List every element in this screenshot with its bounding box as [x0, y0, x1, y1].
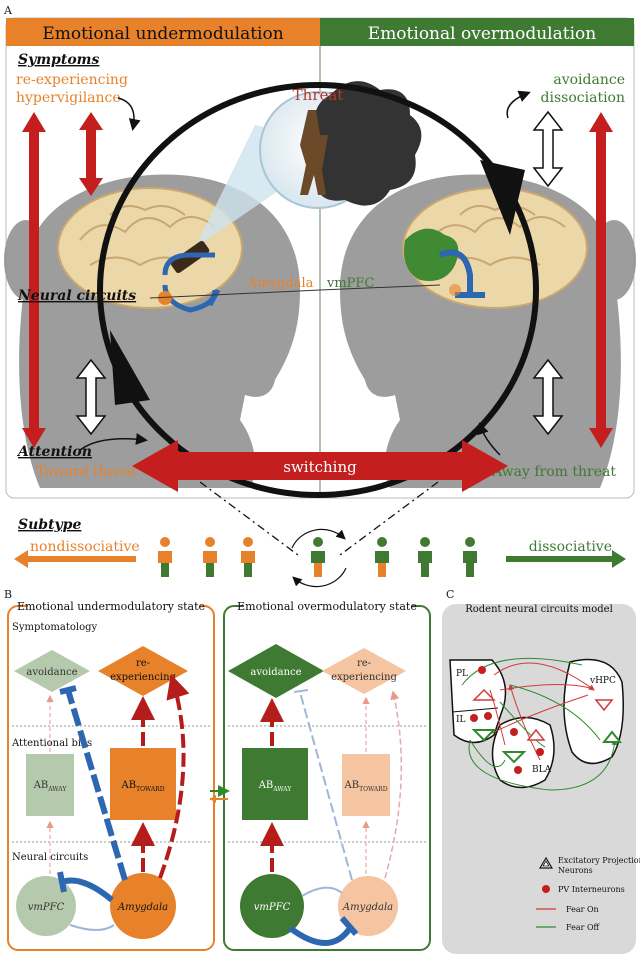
- nondissociative-label: nondissociative: [30, 539, 140, 555]
- right-ab-toward-label: ABTOWARD: [343, 780, 387, 793]
- toward-threat-label: Toward threat: [36, 464, 137, 480]
- right-vmpfc-label: vmPFC: [254, 902, 291, 913]
- right-amygdala-label: Amygdala: [342, 902, 393, 913]
- left-red-long-arrow: [22, 112, 46, 448]
- right-header: Emotional overmodulation: [368, 24, 596, 44]
- right-hollow-arrow-top: [532, 110, 564, 188]
- cycle-ring: [97, 82, 539, 498]
- left-amygdala-label: Amygdala: [117, 902, 168, 913]
- legend-excitatory-1: Excitatory Projection: [558, 856, 640, 865]
- left-red-short-arrow: [79, 112, 103, 196]
- legend-excitatory-2: Neurons: [558, 866, 593, 875]
- panel-c: C Rodent neural circuits model PL IL vHP…: [442, 588, 640, 954]
- dissociative-label: dissociative: [529, 539, 612, 555]
- panel-b: B Emotional undermodulatory state Emotio…: [4, 588, 431, 951]
- people-row: [158, 537, 477, 577]
- person-icon: [158, 537, 172, 577]
- left-avoidance-diamond: [14, 650, 90, 692]
- right-ab-away-label: ABAWAY: [258, 780, 293, 793]
- neuron-markers: [470, 666, 623, 774]
- threat-label: Threat: [293, 86, 344, 104]
- person-icon: [311, 537, 325, 577]
- region-vhpc: vHPC: [589, 676, 616, 686]
- left-ab-toward-box: [110, 748, 176, 820]
- right-avoidance-diamond: [228, 644, 324, 698]
- right-reexperiencing-diamond: [322, 648, 406, 694]
- rodent-legend: Excitatory Projection Neurons PV Interne…: [536, 856, 640, 932]
- left-avoidance-label: avoidance: [26, 667, 77, 678]
- person-icon: [418, 537, 432, 577]
- subtype-label: Subtype: [18, 517, 81, 533]
- row-attentional-bias-label: Attentional bias: [11, 738, 92, 749]
- right-blue-circuit: [438, 249, 485, 298]
- left-reexperiencing-diamond: [98, 646, 188, 696]
- rodent-model-title: Rodent neural circuits model: [465, 604, 613, 615]
- nondissociative-arrow: [14, 550, 136, 568]
- legend-pv: PV Interneurons: [558, 885, 625, 894]
- right-vmpfc-node: [240, 874, 304, 938]
- legend-fear-on: Fear On: [566, 905, 599, 914]
- left-vmpfc-label: vmPFC: [28, 902, 65, 913]
- left-symptom-2: hypervigilance: [16, 90, 121, 106]
- person-icon: [463, 537, 477, 577]
- left-amygdala-dot: [158, 291, 172, 305]
- right-header-bg: [320, 18, 634, 46]
- right-re-label-1: re-: [357, 658, 371, 669]
- region-pl: PL: [456, 669, 468, 679]
- left-ab-away-label: ABAWAY: [33, 780, 68, 793]
- right-brain-icon: [402, 187, 588, 309]
- attention-label: Attention: [16, 444, 92, 460]
- dark-cloud: [305, 81, 422, 206]
- row-symptomatology-label: Symptomatology: [12, 622, 98, 633]
- panel-a-label: A: [3, 4, 13, 17]
- right-symptom-1: avoidance: [553, 72, 625, 88]
- switching-arrow: [132, 440, 508, 492]
- left-header: Emotional undermodulation: [42, 24, 283, 44]
- right-vmpfc-blob: [404, 228, 459, 281]
- right-ab-toward-box: [342, 754, 390, 816]
- left-ab-toward-label: ABTOWARD: [120, 780, 164, 793]
- person-icon: [241, 537, 255, 577]
- panel-b-label: B: [4, 588, 12, 601]
- right-re-label-2: experiencing: [331, 672, 397, 683]
- vmpfc-label: vmPFC: [326, 276, 374, 291]
- left-symptom-1: re-experiencing: [16, 72, 128, 88]
- person-icon: [375, 537, 389, 577]
- away-from-threat-label: Away from threat: [491, 464, 616, 480]
- left-re-label-1: re-: [136, 658, 150, 669]
- left-re-label-2: experiencing: [110, 672, 176, 683]
- amygdala-label: Amygdala: [247, 276, 314, 291]
- panel-c-label: C: [446, 588, 454, 601]
- switching-label: switching: [283, 458, 357, 476]
- legend-fear-off: Fear Off: [566, 923, 601, 932]
- cycle-arrow-head-right: [480, 160, 525, 235]
- right-red-long-arrow: [589, 112, 613, 448]
- panel-a: A Emotional undermodulation Emotional ov…: [3, 4, 636, 588]
- region-il: IL: [456, 715, 466, 725]
- left-amygdala-node: [110, 873, 176, 939]
- overmodulatory-title: Emotional overmodulatory state: [237, 600, 417, 613]
- right-avoidance-label: avoidance: [250, 667, 301, 678]
- symptoms-label: Symptoms: [18, 52, 99, 68]
- person-icon: [203, 537, 217, 577]
- left-header-bg: [6, 18, 320, 46]
- neural-circuits-label: Neural circuits: [17, 288, 136, 304]
- right-hollow-arrow-bottom: [532, 358, 564, 436]
- cycle-arrow-head-left: [110, 330, 150, 405]
- dissociative-arrow: [506, 550, 626, 568]
- right-symptom-2: dissociation: [541, 90, 625, 106]
- undermodulatory-title: Emotional undermodulatory state: [17, 600, 205, 613]
- threat-figure-icon: [300, 110, 328, 195]
- right-amygdala-node: [338, 876, 398, 936]
- left-hollow-arrow: [75, 358, 107, 436]
- right-ab-away-box: [242, 748, 308, 820]
- left-ab-away-box: [26, 754, 74, 816]
- region-bla: BLA: [532, 765, 552, 775]
